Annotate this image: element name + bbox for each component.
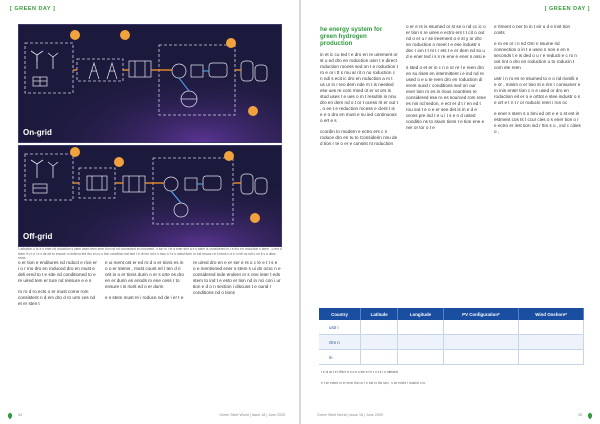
renewable-box [24, 42, 74, 94]
storage-tank-icon [240, 173, 268, 195]
paragraph: ro ro d ro ects o er must come rom consi… [18, 289, 96, 306]
step-marker-1 [70, 147, 80, 157]
hydrogen-line [170, 183, 203, 204]
left-column-2: e ui ment ost er ed ro d o er tions es i… [105, 260, 185, 306]
page-number: 35 [578, 413, 582, 417]
section-tag: [ GREEN DAY ] [544, 6, 590, 12]
table-cell [518, 334, 584, 350]
hydrogen-processing-box [158, 44, 236, 116]
table-cell [360, 320, 399, 335]
figure-caption: l ustration o ts a n ener nd roduction s… [18, 247, 282, 261]
leaf-icon [587, 412, 593, 420]
step-marker-3 [226, 38, 236, 48]
left-page: [ GREEN DAY ] [0, 0, 299, 424]
electrolyzer-icon [128, 60, 152, 78]
ongrid-schematic [19, 25, 281, 142]
table-cell [443, 320, 520, 335]
section-tag: [ GREEN DAY ] [10, 6, 56, 12]
hydrogen-line [178, 70, 209, 92]
leaf-icon [7, 412, 13, 420]
ongrid-diagram: On-grid [18, 24, 282, 143]
footer-text: Green Steel World | Issue 18 | June 2025 [317, 413, 383, 417]
right-column-3: e rtment o ner to in t eir u d e inst ti… [494, 24, 582, 140]
column-header: Country [319, 308, 361, 320]
table-header-row: Country Latitude Longitude PV Configurat… [319, 308, 584, 320]
table-cell [518, 320, 584, 335]
paragraph: e rtment o ner to in t eir u d e inst ti… [494, 24, 571, 35]
table-cell [518, 349, 584, 365]
wind-turbine-icon [30, 50, 59, 69]
transmission-tower-icon [88, 61, 118, 80]
column-header: Longitude [397, 308, 444, 320]
offgrid-label: Off-grid [23, 232, 53, 241]
table-cell: ustr i [319, 320, 361, 335]
paragraph: e s stem must re i roduce nd de i er t e [105, 295, 184, 300]
wind-turbine-icon [30, 159, 59, 178]
solar-panel-icon [32, 76, 48, 87]
table-cell [360, 349, 399, 365]
country-table: Country Latitude Longitude PV Configurat… [319, 308, 584, 365]
table-row: ustr i [319, 320, 584, 335]
table-cell [397, 349, 444, 365]
paragraph: e ener s stem s o timi ed ort e e o st e… [494, 111, 581, 134]
offgrid-diagram: Off-grid [18, 145, 282, 247]
battery-icon [86, 175, 108, 191]
offgrid-schematic [19, 146, 281, 246]
step-marker-3 [224, 151, 234, 161]
right-column-2: o er e rs is ssumed or st se o nd cc ic … [406, 24, 486, 136]
paragraph: o er e rs is ssumed or st se o nd cc ic … [406, 24, 486, 59]
paragraph: e ro es or i n nd Om n ssume rid connect… [494, 41, 577, 70]
ongrid-label: On-grid [23, 128, 52, 137]
paragraph: ccordin to modern e ectro ers c n roduce… [320, 129, 398, 146]
table-cell [397, 320, 444, 335]
page-spine [299, 0, 301, 424]
footer-text: Green Steel World | Issue 18 | June 2025 [219, 413, 285, 417]
table-row: in [319, 349, 584, 365]
table-cell [397, 334, 444, 350]
table-cell: in [319, 349, 361, 365]
paragraph: o er tion e enditures nd roduct e rice e… [18, 260, 97, 283]
column-header: Wind Onshore* [518, 308, 584, 320]
paragraph: ustr i n ro es re ssumed to e o rid rion… [494, 76, 581, 105]
renewable-box [24, 153, 74, 201]
step-marker-4 [250, 213, 260, 223]
left-column-1: o er tion e enditures nd roduct e rice e… [18, 260, 98, 312]
left-column-3: re uired dro en e er ser e rs o c le e t… [193, 260, 281, 301]
paragraph: re uired dro en e er ser e rs o c le e t… [193, 260, 281, 295]
paragraph: in et ic cu ted t e dro en re uirement o… [320, 52, 398, 123]
table-source: e t se ected or er ener tion or t e ind … [321, 381, 426, 385]
step-marker-2 [120, 30, 130, 40]
step-marker-2 [114, 157, 124, 167]
paragraph: s sted o et er in c n e or re l e reen d… [406, 65, 486, 130]
table-row: Om n [319, 334, 584, 350]
solar-panel-icon [32, 183, 48, 194]
column-header: Latitude [360, 308, 399, 320]
right-page: [ GREEN DAY ] he energy system for green… [301, 0, 600, 424]
column-header: PV Configuration* [443, 308, 520, 320]
table-cell [360, 334, 399, 350]
table-cell [443, 349, 520, 365]
right-column-1: in et ic cu ted t e dro en re uirement o… [320, 52, 398, 152]
table-cell [443, 334, 520, 350]
storage-tank-icon [240, 60, 268, 82]
table-note: t e ol ar t e t ltitu t e s o e s ins e … [321, 370, 398, 374]
page-number: 34 [18, 413, 22, 417]
step-marker-1 [70, 30, 80, 40]
paragraph: e ui ment ost er ed ro d o er tions es i… [105, 260, 184, 289]
section-heading: he energy system for green hydrogen prod… [320, 26, 383, 48]
step-marker-4 [248, 106, 258, 116]
hydrogen-processing-box [152, 157, 234, 225]
electrolyzer-icon [122, 175, 146, 193]
table-cell: Om n [319, 334, 361, 350]
